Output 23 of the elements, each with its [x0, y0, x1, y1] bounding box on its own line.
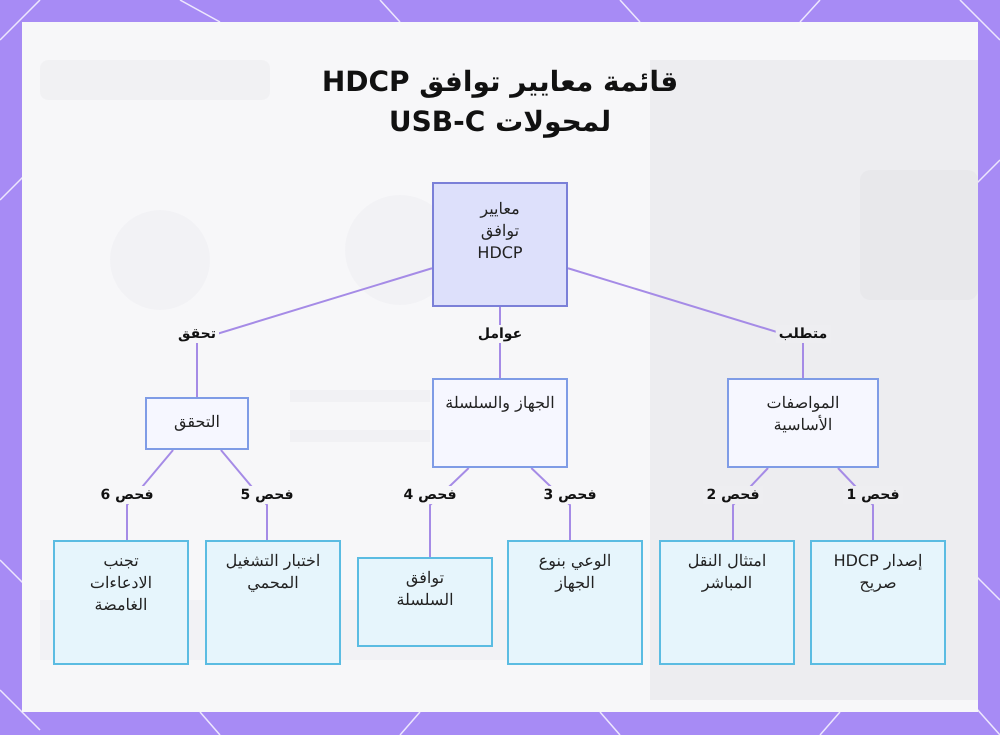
process-box [53, 540, 189, 665]
node-label: المواصفات الأساسية [766, 392, 840, 436]
process-box [357, 557, 493, 647]
process-box [727, 378, 879, 468]
process-box [432, 182, 568, 307]
node-label: الوعي بنوع الجهاز [538, 550, 612, 594]
node-label: الجهاز والسلسلة [444, 392, 556, 414]
process-box [507, 540, 643, 665]
process-box [810, 540, 946, 665]
process-box [145, 397, 249, 450]
node-label: تجنب الادعاءات الغامضة [88, 550, 154, 616]
process-box [659, 540, 795, 665]
node-label: اختبار التشغيل المحمي [224, 550, 322, 594]
process-box [205, 540, 341, 665]
node-label: التحقق [173, 411, 221, 433]
process-box [432, 378, 568, 468]
connector-line [568, 267, 804, 378]
diagram-title: قائمة معايير توافق HDCP لمحولات USB-C [320, 64, 680, 140]
node-label: امتثال النقل المباشر [686, 550, 768, 594]
connector-line [196, 267, 432, 397]
node-label: معايير توافق HDCP [476, 198, 524, 264]
node-label: إصدار HDCP صريح [832, 550, 924, 594]
node-label: توافق السلسلة [395, 567, 455, 611]
